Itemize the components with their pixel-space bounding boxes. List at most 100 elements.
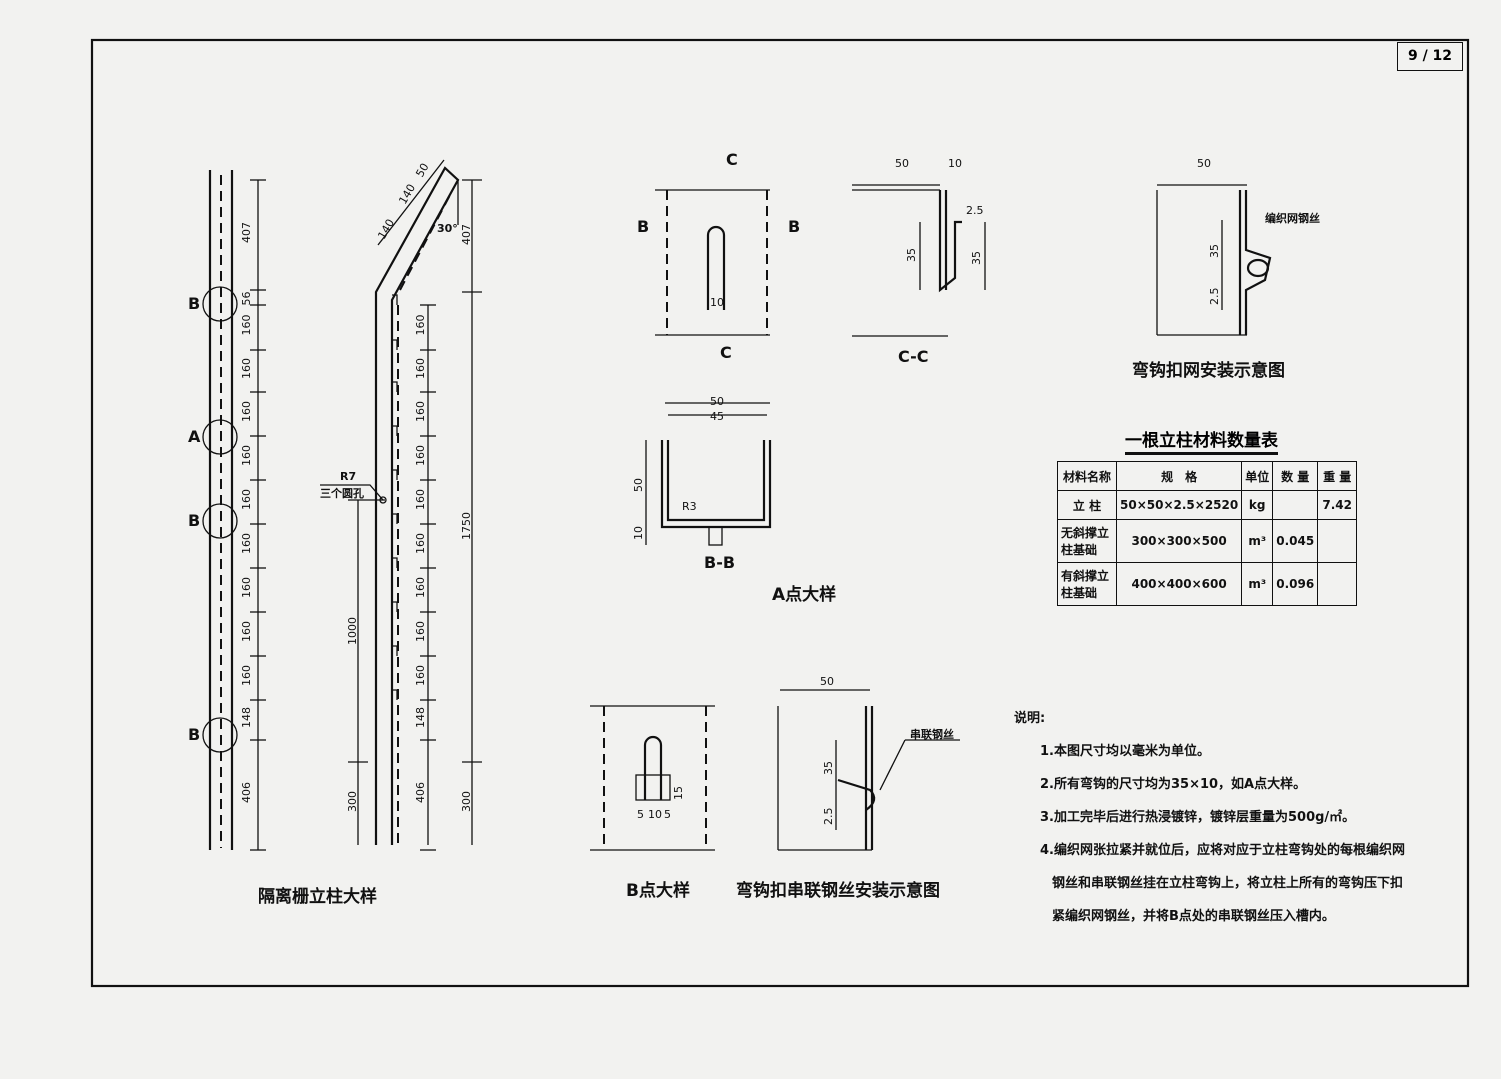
hook-series-diagram: 50 35 2.5 串联钢丝 弯钩扣串联钢丝安装示意图 xyxy=(736,675,960,901)
note-item: 4.编织网张拉紧并就位后，应将对应于立柱弯钩处的每根编织网 xyxy=(1040,843,1405,858)
svg-text:35: 35 xyxy=(822,761,835,775)
post-side-view: 140 140 50 30° 407 1750 300 160160160160… xyxy=(320,159,482,851)
post-dim-label: 160 xyxy=(240,401,253,422)
svg-text:50: 50 xyxy=(895,157,909,170)
svg-text:10: 10 xyxy=(632,526,645,540)
svg-text:B: B xyxy=(788,217,800,236)
svg-text:50: 50 xyxy=(710,395,724,408)
svg-text:35: 35 xyxy=(905,248,918,262)
svg-text:35: 35 xyxy=(970,251,983,265)
note-item: 钢丝和串联钢丝挂在立柱弯钩上，将立柱上所有的弯钩压下扣 xyxy=(1052,876,1404,891)
svg-text:C: C xyxy=(726,150,738,169)
hole-radius: R7 xyxy=(340,470,356,483)
side-dim-label: 160 xyxy=(414,315,427,336)
svg-text:B-B: B-B xyxy=(704,553,735,572)
svg-text:50: 50 xyxy=(820,675,834,688)
post-dim-label: 406 xyxy=(240,782,253,803)
section-bb: 50 45 50 10 R3 B-B A点大样 xyxy=(632,395,836,605)
table-header-row: 材料名称 规 格 单位 数 量 重 量 xyxy=(1057,461,1358,491)
marker-circle-a xyxy=(202,419,238,455)
top-dim: 407 xyxy=(460,224,473,245)
marker-circle-b1 xyxy=(202,286,238,322)
side-dim-label: 160 xyxy=(414,577,427,598)
table-row: 无斜撑立柱基础 300×300×500 m³ 0.045 xyxy=(1057,519,1358,563)
side-dim-label: 160 xyxy=(414,401,427,422)
svg-text:C: C xyxy=(720,343,732,362)
side-dim-label: 160 xyxy=(414,533,427,554)
hook-net-diagram: 50 35 2.5 编织网钢丝 弯钩扣网安装示意图 xyxy=(1132,157,1320,381)
page-number: 9 / 12 xyxy=(1397,42,1463,71)
note-item: 2.所有弯钩的尺寸均为35×10，如A点大样。 xyxy=(1040,777,1307,792)
hook-mark xyxy=(392,425,398,436)
point-b-detail: 15 5 10 5 B点大样 xyxy=(590,705,715,901)
side-dim-label: 160 xyxy=(414,621,427,642)
material-table-title: 一根立柱材料数量表 xyxy=(1125,426,1278,455)
slant-dim-2: 140 xyxy=(396,182,418,207)
svg-text:A点大样: A点大样 xyxy=(772,584,836,605)
svg-text:R3: R3 xyxy=(682,500,697,513)
slot-elevation: C C B B 10 xyxy=(637,150,800,362)
side-dim-label: 160 xyxy=(414,489,427,510)
hook-mark xyxy=(392,513,398,524)
svg-text:45: 45 xyxy=(710,410,724,423)
svg-text:2.5: 2.5 xyxy=(1208,288,1221,306)
note-item: 3.加工完毕后进行热浸镀锌，镀锌层重量为500g/㎡。 xyxy=(1040,810,1356,825)
svg-text:15: 15 xyxy=(672,786,685,800)
angle-label: 30° xyxy=(437,222,458,235)
section-cc: 50 10 2.5 35 35 C-C xyxy=(852,157,986,366)
svg-text:5: 5 xyxy=(664,808,671,821)
svg-text:B: B xyxy=(637,217,649,236)
post-detail-title: 隔离栅立柱大样 xyxy=(258,886,377,907)
svg-text:10: 10 xyxy=(648,808,662,821)
marker-b3: B xyxy=(188,725,200,744)
hook-mark xyxy=(392,381,398,392)
post-elevation: B A B B 40756160160160160160160160160160… xyxy=(188,170,377,907)
svg-text:C-C: C-C xyxy=(898,347,929,366)
dim-300-right: 300 xyxy=(460,791,473,812)
hook-mark xyxy=(392,689,398,700)
side-dim-label: 406 xyxy=(414,782,427,803)
table-row: 立 柱 50×50×2.5×2520 kg 7.42 xyxy=(1057,490,1358,520)
svg-text:B点大样: B点大样 xyxy=(626,880,690,901)
note-item: 1.本图尺寸均以毫米为单位。 xyxy=(1040,744,1210,759)
marker-circle-b3 xyxy=(202,717,238,753)
table-row: 有斜撑立柱基础 400×400×600 m³ 0.096 xyxy=(1057,562,1358,606)
svg-text:2.5: 2.5 xyxy=(966,204,984,217)
svg-text:2.5: 2.5 xyxy=(822,808,835,826)
post-dim-label: 160 xyxy=(240,665,253,686)
svg-text:10: 10 xyxy=(948,157,962,170)
sheet-border xyxy=(90,38,1470,988)
post-dim-label: 56 xyxy=(240,292,253,306)
hook-mark xyxy=(392,339,398,350)
total-dim: 1750 xyxy=(460,512,473,540)
notes-heading: 说明: xyxy=(1014,711,1046,726)
svg-text:50: 50 xyxy=(1197,157,1211,170)
post-dim-label: 160 xyxy=(240,621,253,642)
hook-mark xyxy=(392,645,398,656)
svg-text:35: 35 xyxy=(1208,244,1221,258)
post-dim-label: 407 xyxy=(240,222,253,243)
hook-mark xyxy=(392,294,398,305)
post-dim-label: 160 xyxy=(240,315,253,336)
svg-text:50: 50 xyxy=(632,478,645,492)
post-dim-label: 160 xyxy=(240,577,253,598)
marker-b2: B xyxy=(188,511,200,530)
side-dim-label: 160 xyxy=(414,358,427,379)
side-dim-label: 148 xyxy=(414,707,427,728)
dim-1000: 1000 xyxy=(346,617,359,645)
side-dim-label: 160 xyxy=(414,665,427,686)
note-item: 紧编织网钢丝，并将B点处的串联钢丝压入槽内。 xyxy=(1052,909,1335,924)
dim-300-left: 300 xyxy=(346,791,359,812)
svg-text:弯钩扣网安装示意图: 弯钩扣网安装示意图 xyxy=(1132,360,1285,381)
post-dim-label: 160 xyxy=(240,489,253,510)
marker-circle-b2 xyxy=(202,503,238,539)
marker-b1: B xyxy=(188,294,200,313)
hook-mark xyxy=(392,557,398,568)
svg-text:5: 5 xyxy=(637,808,644,821)
slant-dim-3: 50 xyxy=(413,161,431,180)
post-dim-label: 160 xyxy=(240,445,253,466)
material-table: 材料名称 规 格 单位 数 量 重 量 立 柱 50×50×2.5×2520 k… xyxy=(1057,461,1358,606)
side-dim-label: 160 xyxy=(414,445,427,466)
hook-mark xyxy=(392,469,398,480)
